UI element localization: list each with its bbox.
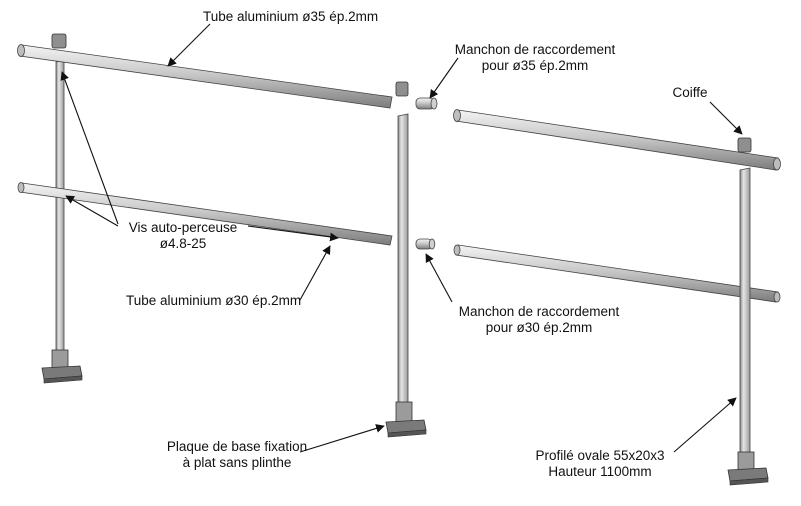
arrow-manchon30 (425, 253, 453, 303)
label-tube30: Tube aluminium ø30 ép.2mm (126, 293, 301, 308)
arrow-manchon35 (429, 57, 459, 99)
left-top-clip (51, 33, 67, 49)
left-section (17, 33, 393, 384)
arrow-vis-3 (247, 225, 339, 242)
label-coiffe: Coiffe (672, 85, 707, 100)
middle-base-plate (385, 401, 427, 438)
middle-section (385, 81, 438, 438)
arrow-tube35 (167, 23, 211, 67)
arrow-vis-1 (60, 71, 119, 225)
label-manchon35-line1: Manchon de raccordement (455, 42, 616, 57)
leader-arrows (60, 23, 743, 453)
middle-top-clip (395, 81, 409, 97)
left-post (55, 59, 65, 367)
label-plaque-line2: à plat sans plinthe (183, 455, 292, 470)
connector-sleeve-30 (415, 238, 436, 250)
label-vis-line1: Vis auto-perceuse (129, 220, 238, 235)
labels: Tube aluminium ø35 ép.2mm Manchon de rac… (126, 9, 708, 479)
label-manchon35-line2: pour ø35 ép.2mm (482, 58, 589, 73)
arrow-vis-2 (65, 195, 119, 227)
label-profile-line2: Hauteur 1100mm (548, 464, 651, 479)
label-vis-line2: ø4.8-25 (160, 236, 207, 251)
label-manchon30-line1: Manchon de raccordement (459, 304, 620, 319)
arrow-profile (673, 397, 737, 453)
coiffe-cap (737, 137, 752, 153)
label-profile-line1: Profilé ovale 55x20x3 (535, 448, 664, 463)
label-manchon30-line2: pour ø30 ép.2mm (486, 320, 593, 335)
label-plaque-line1: Plaque de base fixation (167, 439, 307, 454)
arrow-coiffe (709, 101, 743, 135)
right-top-tube (455, 109, 779, 171)
right-section (453, 109, 781, 486)
middle-post (397, 113, 409, 419)
right-lower-tube (455, 244, 779, 303)
right-base-plate (727, 451, 769, 486)
left-base-plate (41, 349, 83, 384)
arrow-plaque (299, 424, 385, 453)
left-top-tube (19, 44, 393, 109)
connector-sleeve-35 (415, 97, 438, 110)
right-post (739, 167, 751, 455)
label-tube35: Tube aluminium ø35 ép.2mm (203, 9, 378, 24)
arrow-tube30 (299, 245, 331, 301)
